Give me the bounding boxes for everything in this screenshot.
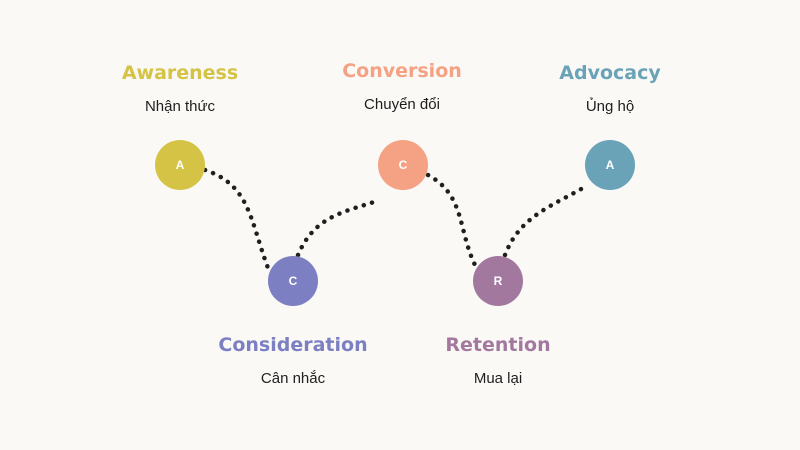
retention-node-letter: R <box>493 274 503 288</box>
connector-awareness-consideration <box>202 167 271 271</box>
awareness-node: A <box>155 140 205 190</box>
retention-node: R <box>473 256 523 306</box>
awareness-subtitle: Nhận thức <box>144 98 216 115</box>
retention-subtitle: Mua lại <box>473 370 523 387</box>
conversion-node-letter: C <box>398 158 408 172</box>
advocacy-node: A <box>585 140 635 190</box>
connector-consideration-conversion <box>295 197 383 258</box>
consideration-title: Consideration <box>218 334 368 356</box>
retention-title: Retention <box>445 334 551 356</box>
awareness-title: Awareness <box>121 62 239 84</box>
connector-retention-advocacy <box>502 182 591 258</box>
conversion-subtitle: Chuyển đổi <box>364 96 440 113</box>
consideration-node-letter: C <box>288 274 298 288</box>
advocacy-title: Advocacy <box>559 62 661 84</box>
consideration-subtitle: Cân nhắc <box>260 370 326 387</box>
consideration-node: C <box>268 256 318 306</box>
advocacy-node-letter: A <box>605 158 615 172</box>
conversion-node: C <box>378 140 428 190</box>
awareness-node-letter: A <box>175 158 185 172</box>
advocacy-subtitle: Ủng hộ <box>585 98 635 115</box>
conversion-title: Conversion <box>342 60 462 82</box>
connector-conversion-retention <box>425 172 478 268</box>
